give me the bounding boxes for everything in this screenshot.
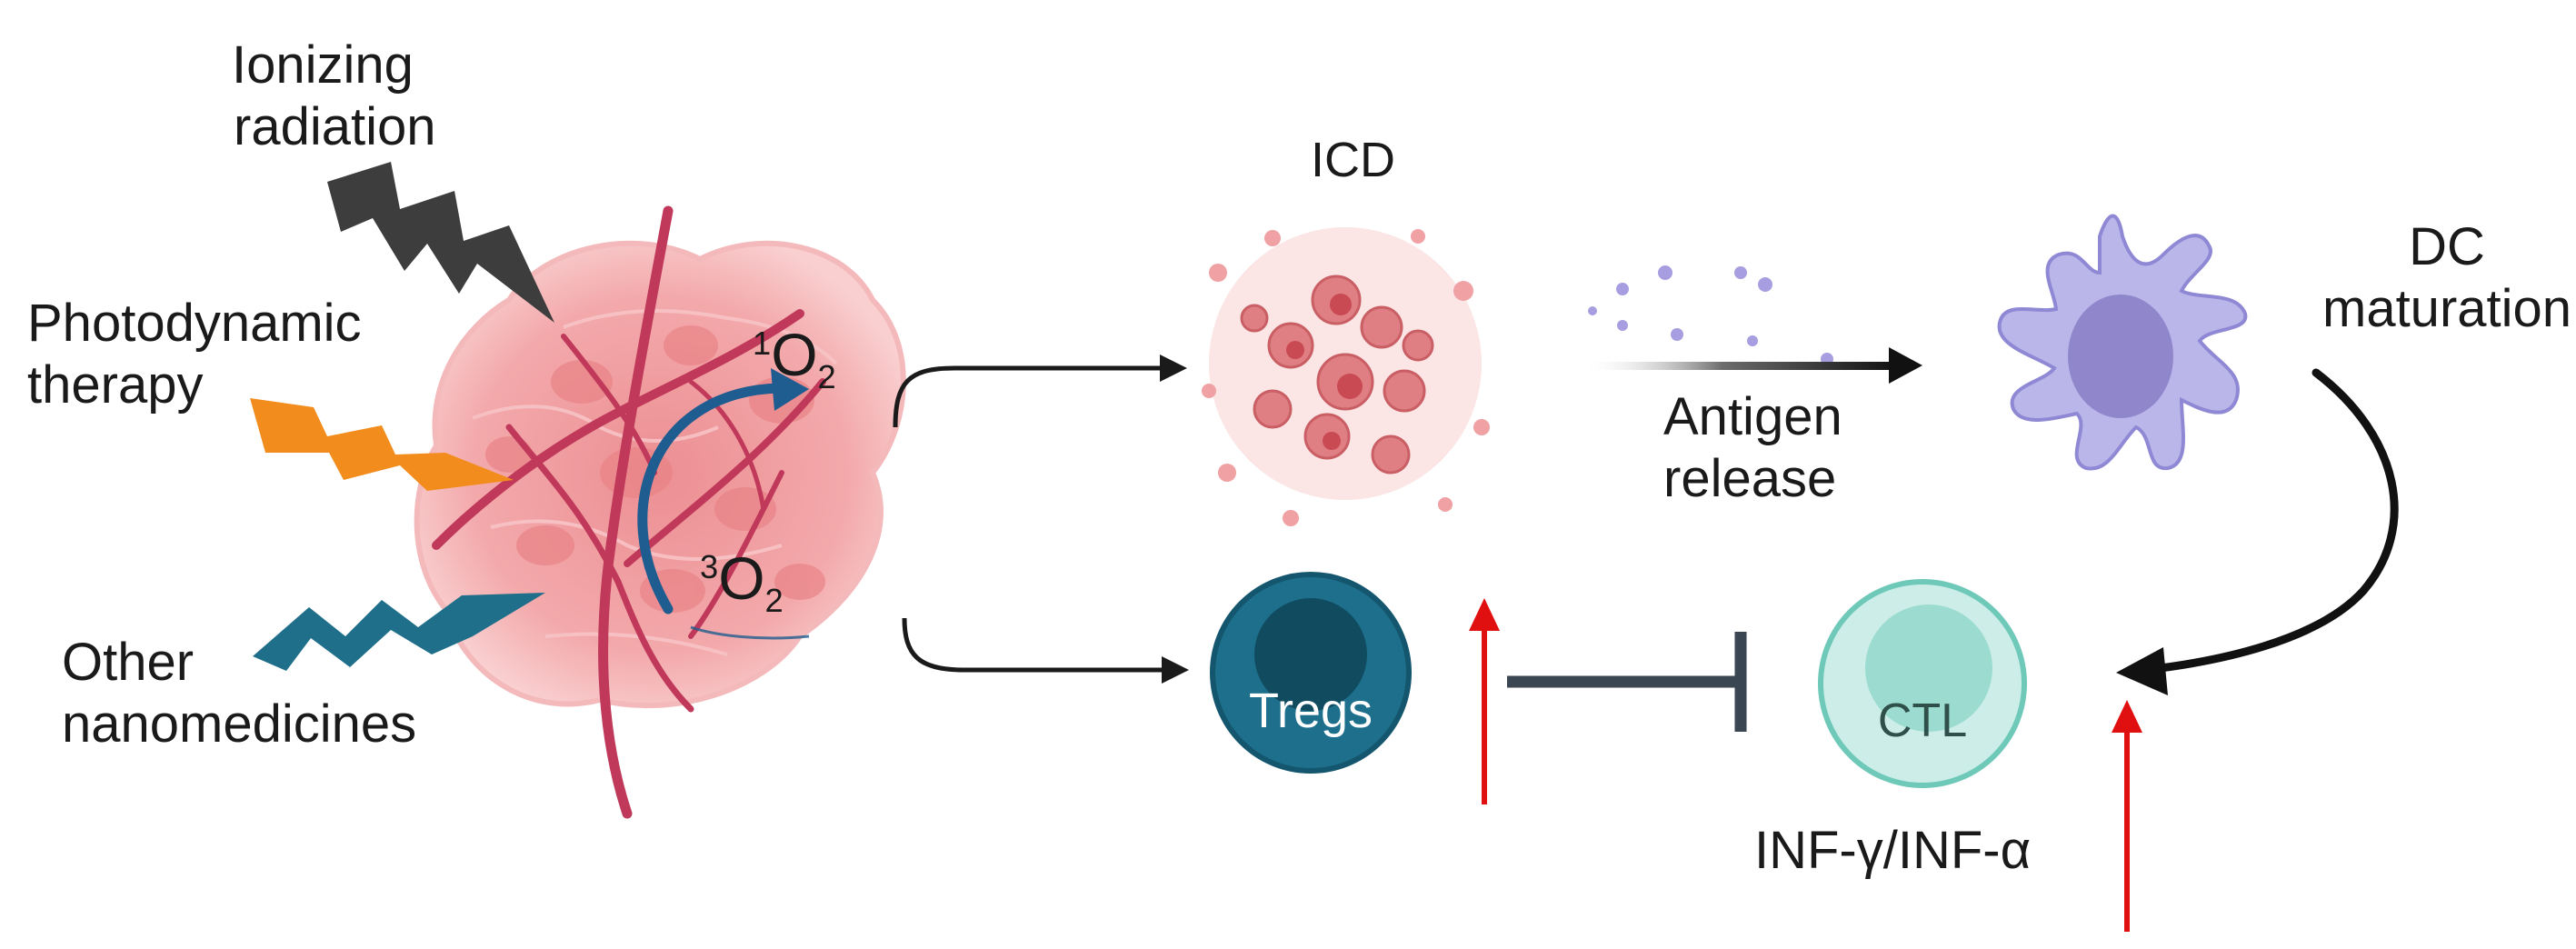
ionizing-radiation-line-1: Ionizing xyxy=(232,35,414,95)
ionizing-radiation-line-2: radiation xyxy=(234,97,436,157)
singlet-oxygen-sub: 2 xyxy=(817,358,836,396)
other-nanomedicines-line-1: Other xyxy=(62,633,195,692)
photodynamic-therapy-bolt xyxy=(250,398,514,491)
ctl-label: CTL xyxy=(1878,694,1967,747)
triplet-oxygen-label: 3O2 xyxy=(700,544,784,621)
dc-maturation-label: DC maturation xyxy=(2322,216,2571,341)
icd-cell-cluster xyxy=(1202,227,1490,526)
triplet-oxygen-base: O xyxy=(718,544,765,612)
nanomedicine-bolt xyxy=(253,593,545,671)
antigen-release-line-1: Antigen xyxy=(1663,387,1842,446)
antigen-release-label: Antigen release xyxy=(1663,386,1842,511)
tregs-increase-arrow xyxy=(1469,598,1500,804)
ionizing-radiation-label: Ionizing radiation xyxy=(232,35,435,159)
photodynamic-therapy-line-1: Photodynamic xyxy=(27,294,362,353)
ctl-cell xyxy=(1818,579,2027,788)
ros-conversion-arrow xyxy=(637,368,810,640)
blood-vessels xyxy=(432,205,826,819)
tumor-mass xyxy=(414,240,906,709)
tregs-cell xyxy=(1210,572,1412,774)
dc-maturation-line-1: DC xyxy=(2409,217,2485,276)
arrow-to-icd xyxy=(893,355,1187,428)
triplet-oxygen-sup: 3 xyxy=(700,548,719,585)
dc-to-ctl-arrow xyxy=(2116,368,2399,695)
dendritic-cell xyxy=(1997,214,2248,471)
antigen-particles xyxy=(1588,265,1833,365)
other-nanomedicines-label: Other nanomedicines xyxy=(62,632,416,756)
singlet-oxygen-sup: 1 xyxy=(753,325,772,362)
arrow-to-tregs xyxy=(902,617,1189,684)
tregs-inhibits-ctl xyxy=(1507,632,1747,732)
cytokine-increase-arrow xyxy=(2112,700,2142,932)
icd-label: ICD xyxy=(1311,133,1395,187)
cytokines-label: INF-γ/INF-α xyxy=(1754,821,2032,880)
photodynamic-therapy-line-2: therapy xyxy=(27,355,204,415)
singlet-oxygen-base: O xyxy=(771,321,818,388)
antigen-release-line-2: release xyxy=(1663,449,1837,509)
triplet-oxygen-sub: 2 xyxy=(764,582,784,620)
antigen-release-arrow xyxy=(1582,362,1895,370)
tregs-label: Tregs xyxy=(1249,684,1373,738)
singlet-oxygen-label: 1O2 xyxy=(753,320,836,397)
photodynamic-therapy-label: Photodynamic therapy xyxy=(27,293,362,417)
antigen-release-arrowhead xyxy=(1889,347,1922,384)
ionizing-radiation-bolt xyxy=(327,162,554,323)
dc-maturation-line-2: maturation xyxy=(2322,279,2572,339)
other-nanomedicines-line-2: nanomedicines xyxy=(62,694,417,754)
